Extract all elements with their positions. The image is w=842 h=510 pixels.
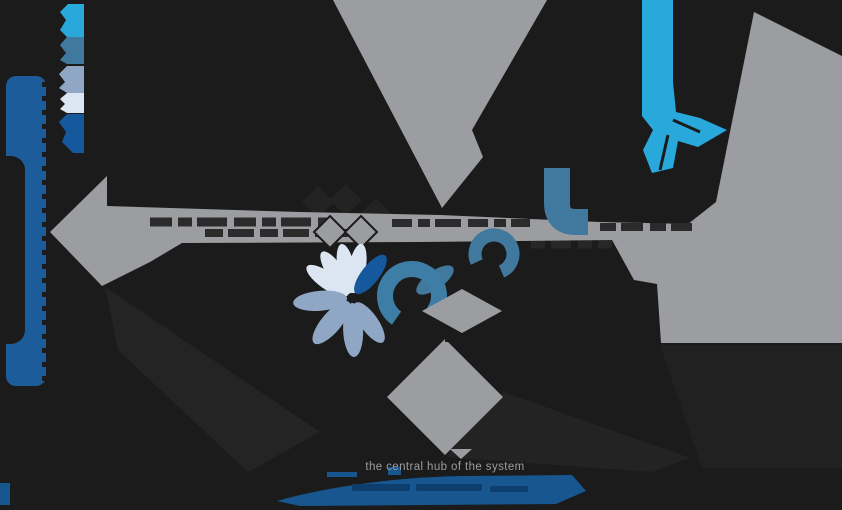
navy-corner-fragment — [0, 483, 10, 505]
ghost-diamond-1 — [302, 186, 334, 218]
swoosh-fragment-1 — [327, 472, 357, 477]
cascade-chevron-navy — [59, 114, 84, 153]
navy-bar-text-carve — [0, 156, 25, 344]
lotus-petal-navy — [354, 254, 387, 295]
hub-diamond — [387, 339, 503, 455]
swoosh-label-dash-3 — [490, 486, 528, 492]
lotus-petal-bluegray-downleft — [312, 300, 351, 345]
hub-diamond-group — [387, 334, 503, 455]
swoosh-label-dash-2 — [416, 484, 482, 491]
ghost-block-bottom-right — [660, 345, 842, 468]
central-lotus — [293, 228, 520, 357]
chevron-cascade — [59, 4, 84, 153]
cascade-chevron-steel — [60, 37, 84, 64]
cascade-chevron-bluegray — [59, 66, 84, 93]
micro-arrowhead — [450, 449, 472, 459]
main-ribbon-arrow — [50, 12, 842, 343]
mid-flat-diamond — [422, 289, 502, 333]
steel-bent-arrow — [544, 168, 588, 235]
cyan-petal-separator-2 — [658, 134, 670, 171]
twin-gray-diamonds — [312, 214, 379, 250]
navy-vertical-bar — [0, 76, 48, 505]
cascade-chevron-pale — [60, 93, 84, 113]
funnel-arrows — [333, 0, 547, 208]
cyan-bar-and-pinwheel — [642, 0, 727, 173]
ghost-band-lower-right — [446, 392, 690, 472]
cyan-petal-separator-1 — [672, 118, 701, 134]
hub-caption: the central hub of the system — [365, 461, 525, 473]
lotus-petal-bluegray-downright — [353, 302, 385, 343]
small-diamond-left — [312, 214, 348, 250]
cyan-pinwheel — [642, 82, 727, 173]
lotus-petal-bluegray-left — [293, 290, 348, 312]
blue-swoosh-group — [277, 467, 586, 506]
teal-arc-small — [468, 228, 520, 280]
swoosh-fragment-2 — [388, 467, 401, 475]
cascade-chevron-cyan — [60, 4, 84, 37]
ghost-diamond-2 — [330, 184, 362, 216]
swoosh-label-dash-1 — [352, 484, 410, 491]
ghost-shadow-shapes — [105, 184, 842, 472]
ghost-arrow-lower-left — [105, 287, 320, 472]
